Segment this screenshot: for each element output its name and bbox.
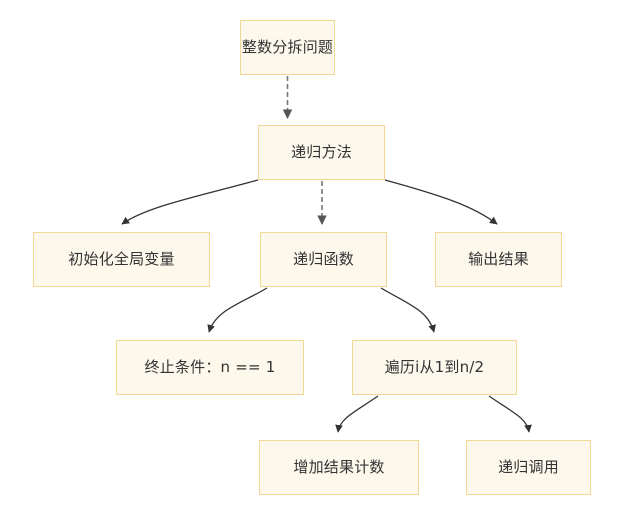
edge-method-to-output — [384, 179, 498, 225]
node-basecase[interactable]: 终止条件：n == 1 — [116, 340, 304, 395]
edge-func-to-basecase — [207, 287, 268, 333]
edge-func-to-loop — [380, 287, 436, 333]
node-label-problem: 整数分拆问题 — [241, 38, 334, 56]
node-label-basecase: 终止条件：n == 1 — [144, 358, 276, 376]
edge-loop-to-recurse — [488, 395, 532, 433]
node-label-recurse: 递归调用 — [498, 458, 559, 476]
node-count[interactable]: 增加结果计数 — [259, 440, 419, 495]
node-label-loop: 遍历i从1到n/2 — [384, 358, 485, 376]
node-loop[interactable]: 遍历i从1到n/2 — [352, 340, 517, 395]
node-output[interactable]: 输出结果 — [435, 232, 562, 287]
node-func[interactable]: 递归函数 — [260, 232, 387, 287]
edge-loop-to-count — [335, 395, 379, 433]
node-method[interactable]: 递归方法 — [258, 125, 385, 180]
node-recurse[interactable]: 递归调用 — [466, 440, 591, 495]
node-init[interactable]: 初始化全局变量 — [33, 232, 210, 287]
edge-method-to-init — [121, 179, 259, 225]
node-label-method: 递归方法 — [291, 143, 352, 161]
node-label-init: 初始化全局变量 — [68, 250, 175, 268]
node-label-output: 输出结果 — [468, 250, 529, 268]
node-label-count: 增加结果计数 — [293, 458, 385, 476]
node-label-func: 递归函数 — [293, 250, 354, 268]
node-problem[interactable]: 整数分拆问题 — [240, 20, 335, 75]
